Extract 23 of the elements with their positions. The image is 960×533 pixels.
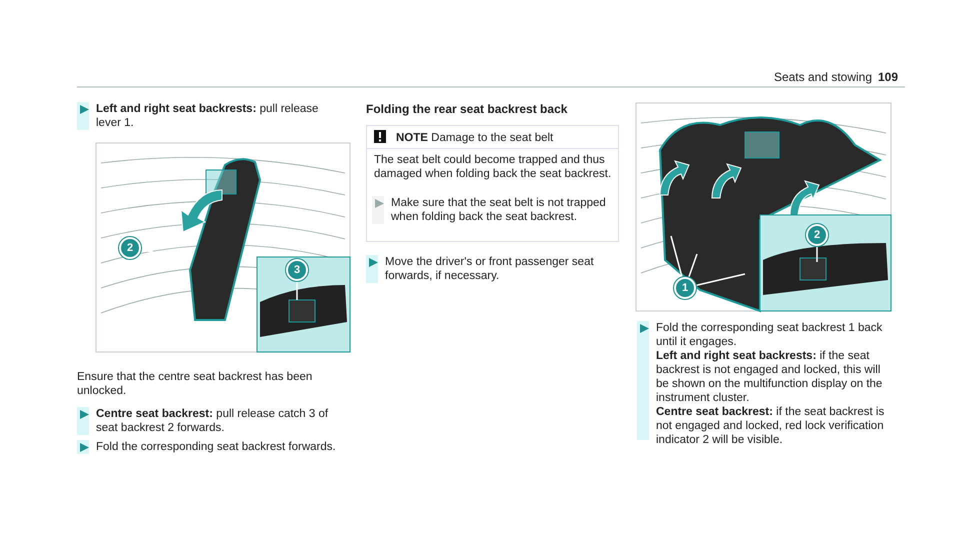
leader-line [816,247,818,262]
paragraph: Centre seat backrest: if the seat backrest is not engaged and locked, red lock verification indicator 2 will be visible. [656,405,886,447]
paragraph: Make sure that the seat belt is not trapped when folding back the seat backrest. [391,196,607,224]
callout-number: 1 [676,279,694,297]
leader-line [688,254,698,277]
callout-number: 2 [808,226,826,244]
callout-number: 2 [121,239,139,257]
section-title: Seats and stowing [772,70,872,84]
paragraph: The seat belt could become trapped and thus damaged when folding back the seat backrest. [374,153,612,181]
heading: Folding the rear seat backrest back [366,102,568,116]
leader-line [670,236,683,277]
leader-line [296,282,298,300]
paragraph: Fold the corresponding seat backrest forwards. [96,440,337,454]
paragraph: NOTE Damage to the seat belt [396,131,554,145]
page-number: 109 [878,70,900,84]
paragraph: Move the driver's or front passenger seat forwards, if necessary. [385,255,595,283]
paragraph: Fold the corresponding seat backrest 1 back until it engages. [656,321,884,349]
paragraph: Ensure that the centre seat backrest has been unlocked. [77,370,314,398]
paragraph: Centre seat backrest: pull release catch 3 of seat backrest 2 forwards. [96,407,330,435]
leader-line [696,273,746,286]
paragraph: Left and right seat backrests: pull release lever 1. [96,102,320,130]
callout-number: 3 [288,261,306,279]
paragraph: Left and right seat backrests: if the seat backrest is not engaged and locked, this will be shown on the multifunction display on the instrument cluster. [656,349,884,405]
